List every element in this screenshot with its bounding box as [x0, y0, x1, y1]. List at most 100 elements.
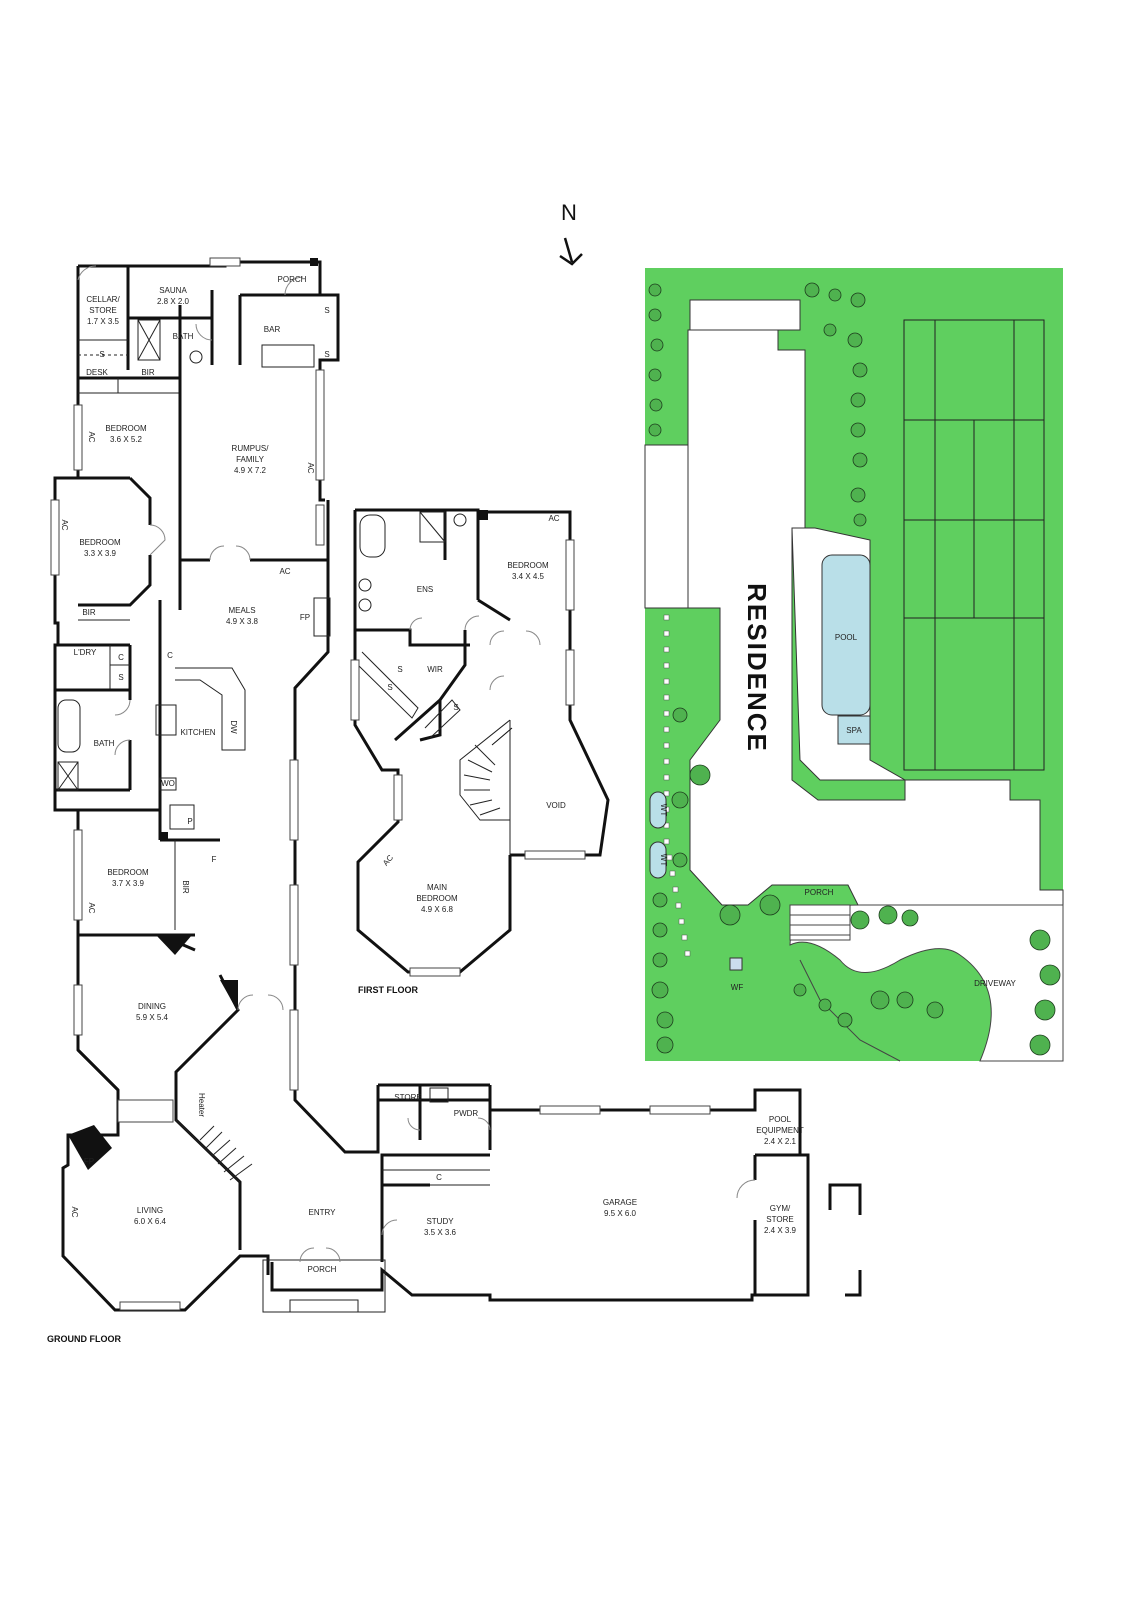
tree-icon — [652, 892, 668, 908]
sauna-label: SAUNA — [159, 286, 187, 295]
path-stone — [678, 918, 685, 925]
pwdr-label: PWDR — [454, 1109, 479, 1118]
tree-icon — [828, 288, 842, 302]
tree-icon — [648, 423, 662, 437]
porch-front-label: PORCH — [308, 1265, 337, 1274]
path-stone — [663, 662, 670, 669]
site-plan — [644, 268, 1064, 1062]
path-stone — [663, 790, 670, 797]
rumpus-label: RUMPUS/ — [232, 444, 270, 453]
kitchen-label: KITCHEN — [180, 728, 215, 737]
tree-icon — [850, 910, 870, 930]
tree-icon — [648, 368, 662, 382]
tree-icon — [837, 1012, 853, 1028]
arrow-icon — [559, 237, 583, 266]
bar-label: BAR — [264, 325, 281, 334]
wt-label-2: WT — [659, 854, 668, 867]
tree-icon — [1039, 964, 1061, 986]
ldry-label: L'DRY — [74, 648, 97, 657]
tree-icon — [926, 1001, 944, 1019]
cellar-dims: 1.7 X 3.5 — [87, 317, 120, 326]
fixture-p: P — [187, 817, 192, 826]
bedroom-3-label: BEDROOM — [107, 868, 149, 877]
fixture-ac-main-bedroom: AC — [381, 853, 395, 867]
path-stone — [663, 726, 670, 733]
path-stone — [672, 886, 679, 893]
tree-icon — [852, 452, 868, 468]
dining-dims: 5.9 X 5.4 — [136, 1013, 169, 1022]
residence-label: RESIDENCE — [742, 583, 772, 753]
tree-icon — [1029, 1034, 1051, 1056]
fixture-f: F — [212, 855, 217, 864]
gym-label: GYM/ — [770, 1204, 791, 1213]
main-bedroom-label: MAIN — [427, 883, 447, 892]
tree-icon — [651, 981, 669, 999]
garage-dims: 9.5 X 6.0 — [604, 1209, 637, 1218]
dining-label: DINING — [138, 1002, 166, 1011]
fixture-s-wir-3: S — [453, 703, 458, 712]
void-label: VOID — [546, 801, 566, 810]
tree-icon — [850, 422, 866, 438]
spa-area — [837, 715, 871, 745]
path-stone — [681, 934, 688, 941]
fixture-ac-bedroom-ff: AC — [548, 514, 559, 523]
pool-label: POOL — [835, 633, 858, 642]
path-stone — [663, 742, 670, 749]
path-stone — [669, 870, 676, 877]
rumpus-label-2: FAMILY — [236, 455, 265, 464]
fixture-ac-rumpus: AC — [306, 462, 315, 473]
tree-icon — [648, 283, 662, 297]
tree-icon — [852, 362, 868, 378]
fixture-fp-meals: FP — [300, 613, 310, 622]
site-labels: RESIDENCE POOL SPA PORCH DRIVEWAY WF WT … — [659, 583, 1017, 992]
tree-icon — [896, 991, 914, 1009]
sauna-dims: 2.8 X 2.0 — [157, 297, 190, 306]
tree-icon — [853, 513, 867, 527]
cellar-label: CELLAR/ — [86, 295, 120, 304]
path-stone — [663, 694, 670, 701]
garage-label: GARAGE — [603, 1198, 637, 1207]
bedroom-ff-label: BEDROOM — [507, 561, 549, 570]
tree-icon — [719, 904, 741, 926]
water-feature — [729, 957, 743, 971]
bedroom-2-label: BEDROOM — [79, 538, 121, 547]
study-dims: 3.5 X 3.6 — [424, 1228, 457, 1237]
path-stone — [684, 950, 691, 957]
tree-icon — [850, 292, 866, 308]
trees — [648, 282, 1061, 1056]
fixture-fp-living: FP — [84, 1157, 94, 1166]
fixture-c-study: C — [436, 1173, 442, 1182]
tree-icon — [671, 791, 689, 809]
fixture-s-cellar: S — [99, 350, 104, 359]
store-label: STORE — [394, 1093, 421, 1102]
tree-icon — [759, 894, 781, 916]
main-bedroom-label-2: BEDROOM — [416, 894, 458, 903]
tree-icon — [1034, 999, 1056, 1021]
water-tank-2 — [649, 841, 667, 879]
fixture-ac-living: AC — [70, 1206, 79, 1217]
tennis-court — [903, 319, 1045, 771]
fixture-s-bar-2: S — [324, 350, 329, 359]
tree-icon — [793, 983, 807, 997]
fixture-s-wir-1: S — [397, 665, 402, 674]
tree-icon — [672, 707, 688, 723]
tree-icon — [818, 998, 832, 1012]
bir-2-label: BIR — [82, 608, 96, 617]
room-labels: CELLAR/ STORE 1.7 X 3.5 SAUNA 2.8 X 2.0 … — [74, 275, 804, 1274]
bedroom-1-label: BEDROOM — [105, 424, 147, 433]
living-dims: 6.0 X 6.4 — [134, 1217, 167, 1226]
meals-dims: 4.9 X 3.8 — [226, 617, 259, 626]
pool-equipment-label-2: EQUIPMENT — [756, 1126, 804, 1135]
path-stone — [663, 758, 670, 765]
north-arrow: N — [559, 200, 583, 266]
tree-icon — [901, 909, 919, 927]
tree-icon — [672, 852, 688, 868]
path-stone — [663, 646, 670, 653]
fixture-c-kitchen: C — [167, 651, 173, 660]
bedroom-2-dims: 3.3 X 3.9 — [84, 549, 117, 558]
north-label: N — [561, 200, 577, 225]
tree-icon — [648, 308, 662, 322]
path-stone — [663, 774, 670, 781]
bedroom-3-dims: 3.7 X 3.9 — [112, 879, 145, 888]
bath-small-label: BATH — [173, 332, 194, 341]
